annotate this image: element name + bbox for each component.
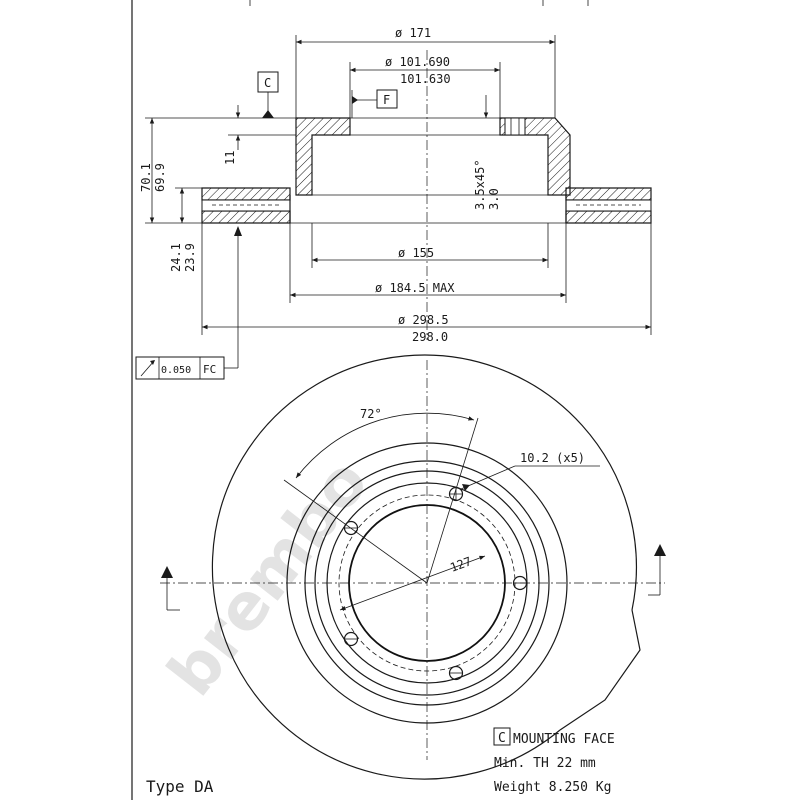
- dim-chamfer: 3.5x45°: [473, 159, 487, 210]
- dim-d171: ø 171: [395, 26, 431, 40]
- dim-h24: 24.1: [169, 243, 183, 272]
- mounting-face-letter: C: [498, 731, 506, 746]
- type-label: Type DA: [146, 777, 214, 796]
- min-thickness: Min. TH 22 mm: [494, 756, 596, 771]
- weight: Weight 8.250 Kg: [494, 780, 611, 795]
- dim-d155: ø 155: [398, 246, 434, 260]
- frame: [131, 0, 589, 800]
- hat-section-left: [295, 117, 351, 196]
- tolerance-frame: 0.050 FC: [135, 356, 225, 380]
- dim-d298-min: 298.0: [412, 330, 448, 344]
- runout-icon: [140, 360, 155, 377]
- datum-f-label: F: [383, 93, 390, 107]
- dim-d298-max: ø 298.5: [398, 313, 449, 327]
- dim-h69: 69.9: [153, 163, 167, 192]
- bolt-holes: [343, 486, 528, 681]
- tolerance-value: 0.050: [161, 365, 191, 376]
- tolerance-ref: FC: [203, 363, 216, 376]
- dim-d184: ø 184.5 MAX: [375, 281, 455, 295]
- dim-angle: 72°: [360, 407, 382, 421]
- dim-h11: 11: [223, 151, 237, 165]
- datum-c-label: C: [264, 76, 271, 90]
- mounting-face-label: MOUNTING FACE: [513, 732, 615, 747]
- section-view: ø 171 ø 101.690 101.630 F C 70.1 69.9 11…: [139, 26, 652, 369]
- dim-h23: 23.9: [183, 243, 197, 272]
- dim-d101-max: ø 101.690: [385, 55, 450, 69]
- dim-h70: 70.1: [139, 163, 153, 192]
- dim-chamfer-2: 3.0: [487, 188, 501, 210]
- dim-pcd: 127: [448, 554, 473, 575]
- notes: C MOUNTING FACE Min. TH 22 mm Weight 8.2…: [146, 727, 615, 796]
- ring-section-right: [565, 187, 652, 201]
- ring-section-left: [201, 187, 291, 201]
- dim-d101-min: 101.630: [400, 72, 451, 86]
- dim-holes: 10.2 (x5): [520, 451, 585, 465]
- front-view: 72° 10.2 (x5) 127: [160, 354, 666, 780]
